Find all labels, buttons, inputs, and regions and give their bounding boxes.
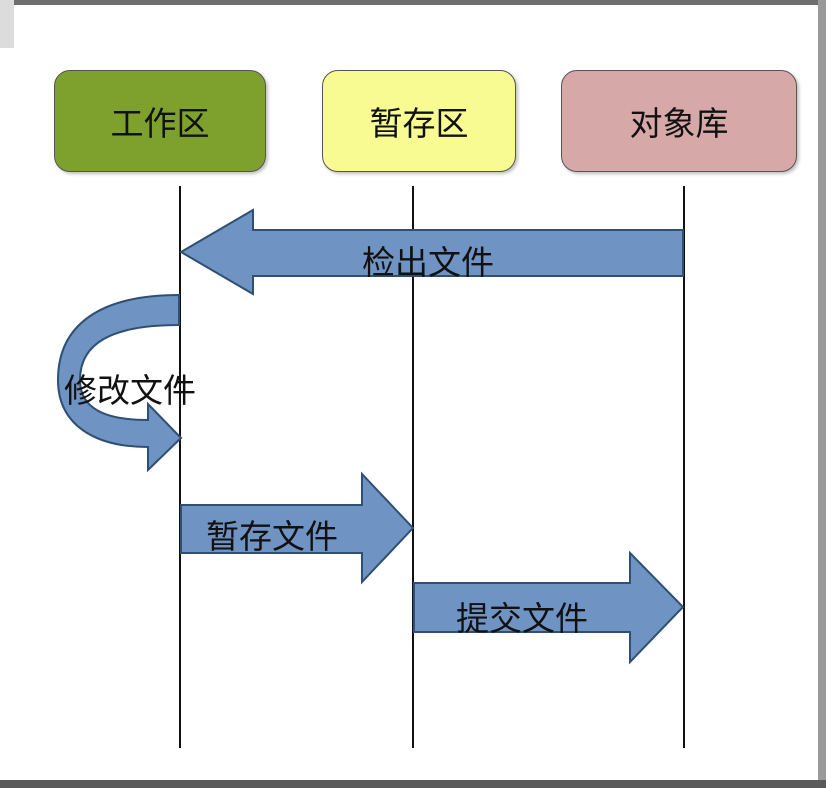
staging-area-label: 暂存区 xyxy=(369,104,469,143)
checkout-arrow xyxy=(179,208,684,296)
commit-label: 提交文件 xyxy=(456,599,588,638)
checkout-label: 检出文件 xyxy=(362,243,494,282)
window-corner xyxy=(0,0,14,48)
working-area-box: 工作区 xyxy=(54,70,266,172)
working-area-label: 工作区 xyxy=(110,104,210,143)
window-bottom-edge xyxy=(0,780,826,788)
stage-label: 暂存文件 xyxy=(206,517,338,556)
staging-area-box: 暂存区 xyxy=(322,70,516,172)
modify-arrow xyxy=(56,293,183,473)
repository-label: 对象库 xyxy=(629,104,729,143)
window-right-edge xyxy=(818,0,826,788)
staging-lifeline xyxy=(412,186,414,748)
repository-box: 对象库 xyxy=(561,70,797,172)
stage-arrow xyxy=(180,471,415,585)
working-lifeline xyxy=(179,186,181,748)
repository-lifeline xyxy=(683,186,685,748)
window-top-edge xyxy=(0,0,826,5)
modify-label: 修改文件 xyxy=(64,371,196,410)
commit-arrow xyxy=(413,550,685,665)
